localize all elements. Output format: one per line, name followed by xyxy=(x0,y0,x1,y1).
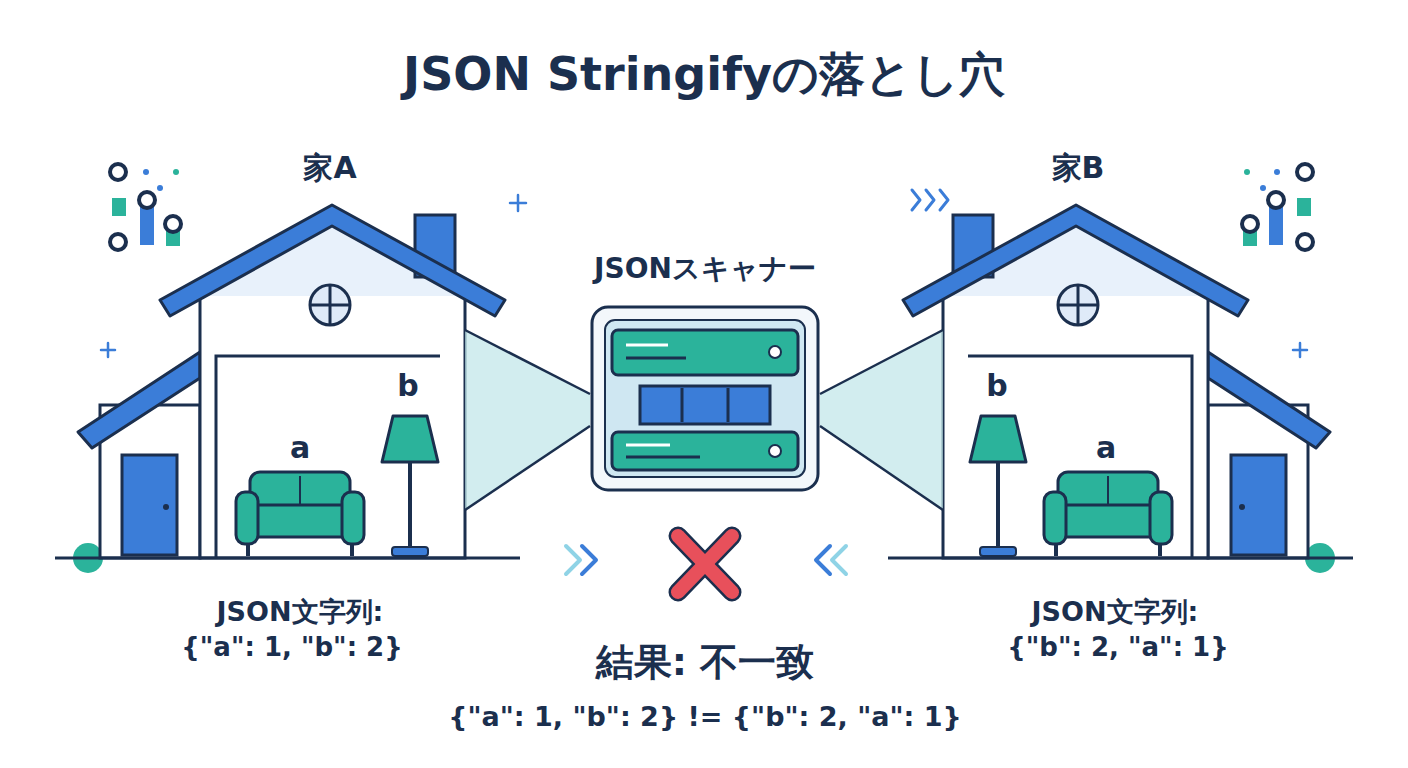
json-string: {"b": 2, "a": 1} xyxy=(1007,632,1228,662)
cross-line xyxy=(678,536,732,592)
json-caption: JSON文字列: xyxy=(217,594,384,630)
chevron xyxy=(816,546,830,574)
chevron xyxy=(926,190,934,210)
result-text: 結果: 不一致 xyxy=(596,637,814,688)
node-heading: 家B xyxy=(943,148,1213,189)
beam-edge xyxy=(820,426,943,510)
scanner-device xyxy=(592,307,818,490)
sparkle xyxy=(517,195,520,211)
furniture-label: a xyxy=(290,430,310,465)
beam-fill xyxy=(465,330,590,510)
furniture-label: b xyxy=(397,368,418,403)
chevron xyxy=(912,190,920,210)
slot-tick xyxy=(681,388,684,422)
house-a-illustration xyxy=(55,205,520,573)
panel-line xyxy=(626,456,700,459)
node-heading: 家A xyxy=(195,148,465,189)
chevron xyxy=(940,190,948,210)
cross-outline xyxy=(678,536,732,592)
cross-line xyxy=(678,536,732,592)
panel-led xyxy=(769,445,781,457)
panel-led xyxy=(769,346,781,358)
scanner-screen xyxy=(605,320,805,477)
beam-edge xyxy=(465,330,590,394)
beam-edge xyxy=(820,330,943,394)
chevron xyxy=(582,546,596,574)
panel-line xyxy=(626,344,668,347)
json-string: {"a": 1, "b": 2} xyxy=(181,632,402,662)
beam-fill xyxy=(820,330,943,510)
scan-beam xyxy=(820,330,943,510)
json-caption: JSON文字列: xyxy=(1032,594,1199,630)
sparkle xyxy=(1299,343,1302,357)
scan-beam xyxy=(465,330,590,510)
furniture-label: a xyxy=(1096,430,1116,465)
chevrons-top xyxy=(912,190,948,210)
beam-edge xyxy=(465,426,590,510)
panel-line xyxy=(626,357,686,360)
decor-dots-left xyxy=(110,164,181,250)
house-node: 家B xyxy=(943,148,1213,560)
furniture-label: b xyxy=(986,368,1007,403)
diagram-title: JSON Stringifyの落とし穴 xyxy=(0,44,1408,106)
scanner-panel xyxy=(612,330,798,375)
scanner-slot xyxy=(640,386,770,424)
cross-outline xyxy=(678,536,732,592)
slot-tick xyxy=(727,388,730,422)
chevron xyxy=(566,546,580,574)
scanner-frame xyxy=(592,307,818,490)
scanner-node: JSONスキャナー xyxy=(590,250,820,492)
mismatch-mark xyxy=(678,536,732,592)
panel-line xyxy=(626,444,670,447)
node-heading: JSONスキャナー xyxy=(590,250,820,288)
house-node: 家A xyxy=(195,148,465,560)
sparkle xyxy=(107,343,110,357)
chevrons-result xyxy=(566,546,846,574)
decor-dots-right xyxy=(1242,164,1313,250)
comparison-text: {"a": 1, "b": 2} != {"b": 2, "a": 1} xyxy=(448,701,962,732)
chevron xyxy=(832,546,846,574)
house-b-illustration xyxy=(888,205,1353,573)
scanner-panel xyxy=(612,432,798,470)
